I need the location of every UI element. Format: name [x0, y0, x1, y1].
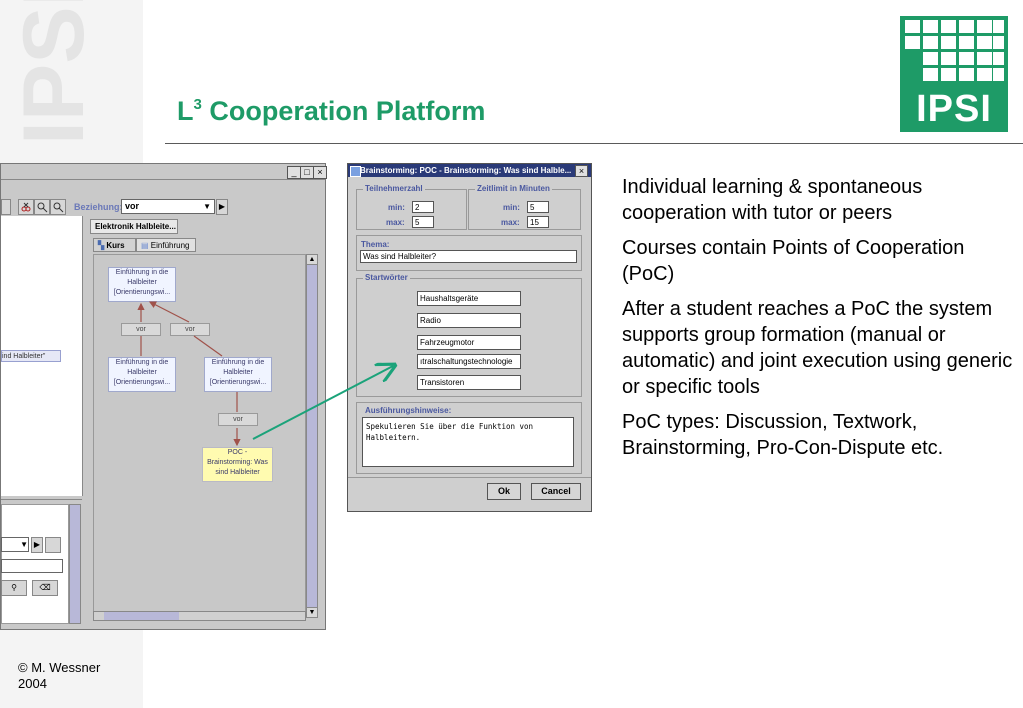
- play-icon[interactable]: ▶: [216, 199, 228, 215]
- year-text: 2004: [18, 676, 47, 691]
- startwort-field[interactable]: Radio: [417, 313, 521, 328]
- footer-copyright: © M. Wessner 2004: [18, 660, 100, 692]
- chevron-down-icon: ▼: [203, 202, 211, 211]
- startwoerter-group: Startwörter Haushaltsgeräte Radio Fahrze…: [356, 273, 582, 397]
- property-select[interactable]: ▼: [1, 537, 29, 552]
- logo-grid-cell: [923, 52, 938, 65]
- ok-button[interactable]: Ok: [487, 483, 521, 500]
- app-icon: [350, 166, 361, 177]
- tab-elektronik[interactable]: Elektronik Halbleite...: [90, 219, 178, 234]
- logo-grid-cell: [993, 68, 1004, 81]
- logo-grid-cell: [923, 68, 938, 81]
- logo-grid-cell: [977, 36, 992, 49]
- logo-grid-cell: [923, 20, 938, 33]
- panel-scrollbar[interactable]: [69, 504, 81, 624]
- logo-grid-cell: [959, 20, 974, 33]
- logo-grid-cell: [905, 36, 920, 49]
- max-label: max:: [501, 218, 520, 227]
- beziehung-select[interactable]: vor▼: [121, 199, 215, 214]
- copyright-text: © M. Wessner: [18, 660, 101, 675]
- scroll-up-icon[interactable]: ▲: [306, 254, 318, 265]
- bullet-item: PoC types: Discussion, Textwork, Brainst…: [622, 411, 944, 459]
- search-icon[interactable]: ⚲: [1, 580, 27, 596]
- cancel-button[interactable]: Cancel: [531, 483, 581, 500]
- min-label: min:: [503, 203, 520, 212]
- tab-kurs[interactable]: ▚ Kurs: [93, 238, 136, 252]
- cut-icon[interactable]: [18, 199, 34, 215]
- property-input[interactable]: [1, 559, 63, 573]
- thema-label: Thema:: [361, 240, 390, 249]
- logo-grid-cell: [977, 52, 992, 65]
- edge-label[interactable]: vor: [170, 323, 210, 336]
- close-button[interactable]: ×: [575, 165, 588, 177]
- zoom-in-icon[interactable]: [34, 199, 50, 215]
- teilnehmer-group: Teilnehmerzahl min: 2 max: 5: [356, 184, 467, 230]
- group-label: Teilnehmerzahl: [363, 184, 425, 193]
- close-button[interactable]: ×: [313, 166, 327, 179]
- zeit-min-field[interactable]: 5: [527, 201, 549, 213]
- startwort-field[interactable]: ıtralschaltungstechnologie: [417, 354, 521, 369]
- logo-grid-cell: [959, 68, 974, 81]
- logo-grid-cell: [941, 52, 956, 65]
- bullet-item: Courses contain Points of Cooperation (P…: [622, 237, 965, 285]
- scroll-down-icon[interactable]: ▼: [306, 607, 318, 618]
- graph-edges: [137, 301, 241, 447]
- bullet-item: Individual learning & spontaneous cooper…: [622, 176, 923, 224]
- logo-grid-cell: [977, 20, 992, 33]
- logo-grid-cell: [959, 36, 974, 49]
- brainstorming-dialog: Brainstorming: POC - Brainstorming: Was …: [347, 163, 592, 512]
- hinweise-textarea[interactable]: Spekulieren Sie über die Funktion von Ha…: [362, 417, 574, 467]
- bullet-list: Individual learning & spontaneous cooper…: [622, 174, 1014, 470]
- ipsi-logo: IPSI: [900, 16, 1008, 132]
- thema-field[interactable]: Was sind Halbleiter?: [360, 250, 577, 263]
- page-title: L3 Cooperation Platform: [177, 96, 486, 126]
- hierarchy-icon[interactable]: [45, 537, 61, 553]
- eraser-icon[interactable]: ⌫: [32, 580, 58, 596]
- logo-grid-cell: [941, 20, 956, 33]
- logo-grid-cell: [977, 68, 992, 81]
- logo-grid-cell: [905, 20, 920, 33]
- title-divider: [165, 143, 1023, 144]
- startwort-field[interactable]: Fahrzeugmotor: [417, 335, 521, 350]
- teilnehmer-min-field[interactable]: 2: [412, 201, 434, 213]
- logo-grid-cell: [923, 36, 938, 49]
- max-label: max:: [386, 218, 405, 227]
- logo-grid-cell: [941, 36, 956, 49]
- zeit-max-field[interactable]: 15: [527, 216, 549, 228]
- dialog-title-bar[interactable]: Brainstorming: POC - Brainstorming: Was …: [348, 164, 591, 177]
- beziehung-label: Beziehung:: [74, 202, 123, 212]
- bullet-item: After a student reaches a PoC the system…: [622, 298, 1013, 398]
- startwort-field[interactable]: Transistoren: [417, 375, 521, 390]
- play-icon[interactable]: ▶: [31, 537, 43, 553]
- zeitlimit-group: Zeitlimit in Minuten min: 5 max: 15: [468, 184, 581, 230]
- zoom-out-icon[interactable]: [50, 199, 66, 215]
- horizontal-scrollbar[interactable]: [93, 611, 306, 621]
- startwort-field[interactable]: Haushaltsgeräte: [417, 291, 521, 306]
- group-label: Zeitlimit in Minuten: [475, 184, 552, 193]
- tree-icon: ▚: [98, 241, 105, 250]
- edge-label[interactable]: vor: [218, 413, 258, 426]
- logo-grid-cell: [959, 52, 974, 65]
- toolbar-button[interactable]: [1, 199, 11, 215]
- page-icon: ▤: [141, 241, 149, 250]
- logo-grid-cell: [993, 36, 1004, 49]
- selected-node-fragment[interactable]: ind Halbleiter": [1, 350, 61, 362]
- hinweise-label: Ausführungshinweise:: [365, 406, 452, 415]
- horizontal-scroll-thumb[interactable]: [104, 612, 179, 620]
- logo-grid-cell: [993, 20, 1004, 33]
- edge-label[interactable]: vor: [121, 323, 161, 336]
- min-label: min:: [388, 203, 405, 212]
- tab-einfuehrung[interactable]: ▤ Einführung: [136, 238, 196, 252]
- thema-group: Thema: Was sind Halbleiter?: [356, 235, 582, 271]
- logo-grid-cell: [941, 68, 956, 81]
- logo-grid-cell: [993, 52, 1004, 65]
- teilnehmer-max-field[interactable]: 5: [412, 216, 434, 228]
- group-label: Startwörter: [363, 273, 410, 282]
